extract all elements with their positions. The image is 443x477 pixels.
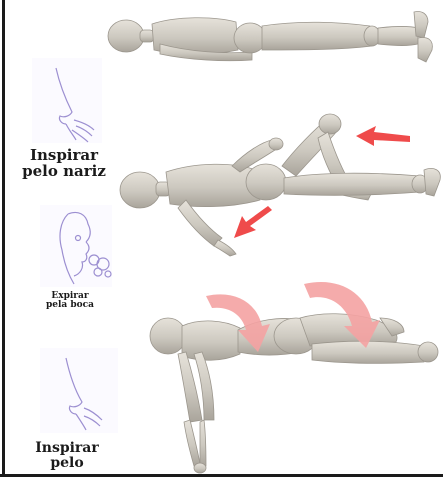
mannequin-side-turn: [150, 314, 438, 473]
label-inhale-partial: Inspirar pelo: [22, 441, 112, 470]
label-inhale-partial-line2: pelo: [22, 456, 112, 471]
nose-breath-in-icon-2: [66, 358, 102, 430]
mannequin-lying-flat: [108, 11, 432, 62]
label-exhale-mouth-line2: pela boca: [40, 301, 100, 310]
nose-breath-in-icon: [56, 68, 94, 142]
label-inhale-nose: Inspirar pelo nariz: [14, 148, 114, 180]
label-inhale-partial-line1: Inspirar: [22, 441, 112, 456]
mouth-breath-out-icon: [60, 212, 111, 284]
label-inhale-nose-line2: pelo nariz: [14, 164, 114, 180]
push-arrow-knee: [356, 126, 410, 146]
arm-arrow: [234, 206, 272, 238]
label-exhale-mouth: Expirar pela boca: [40, 292, 100, 311]
